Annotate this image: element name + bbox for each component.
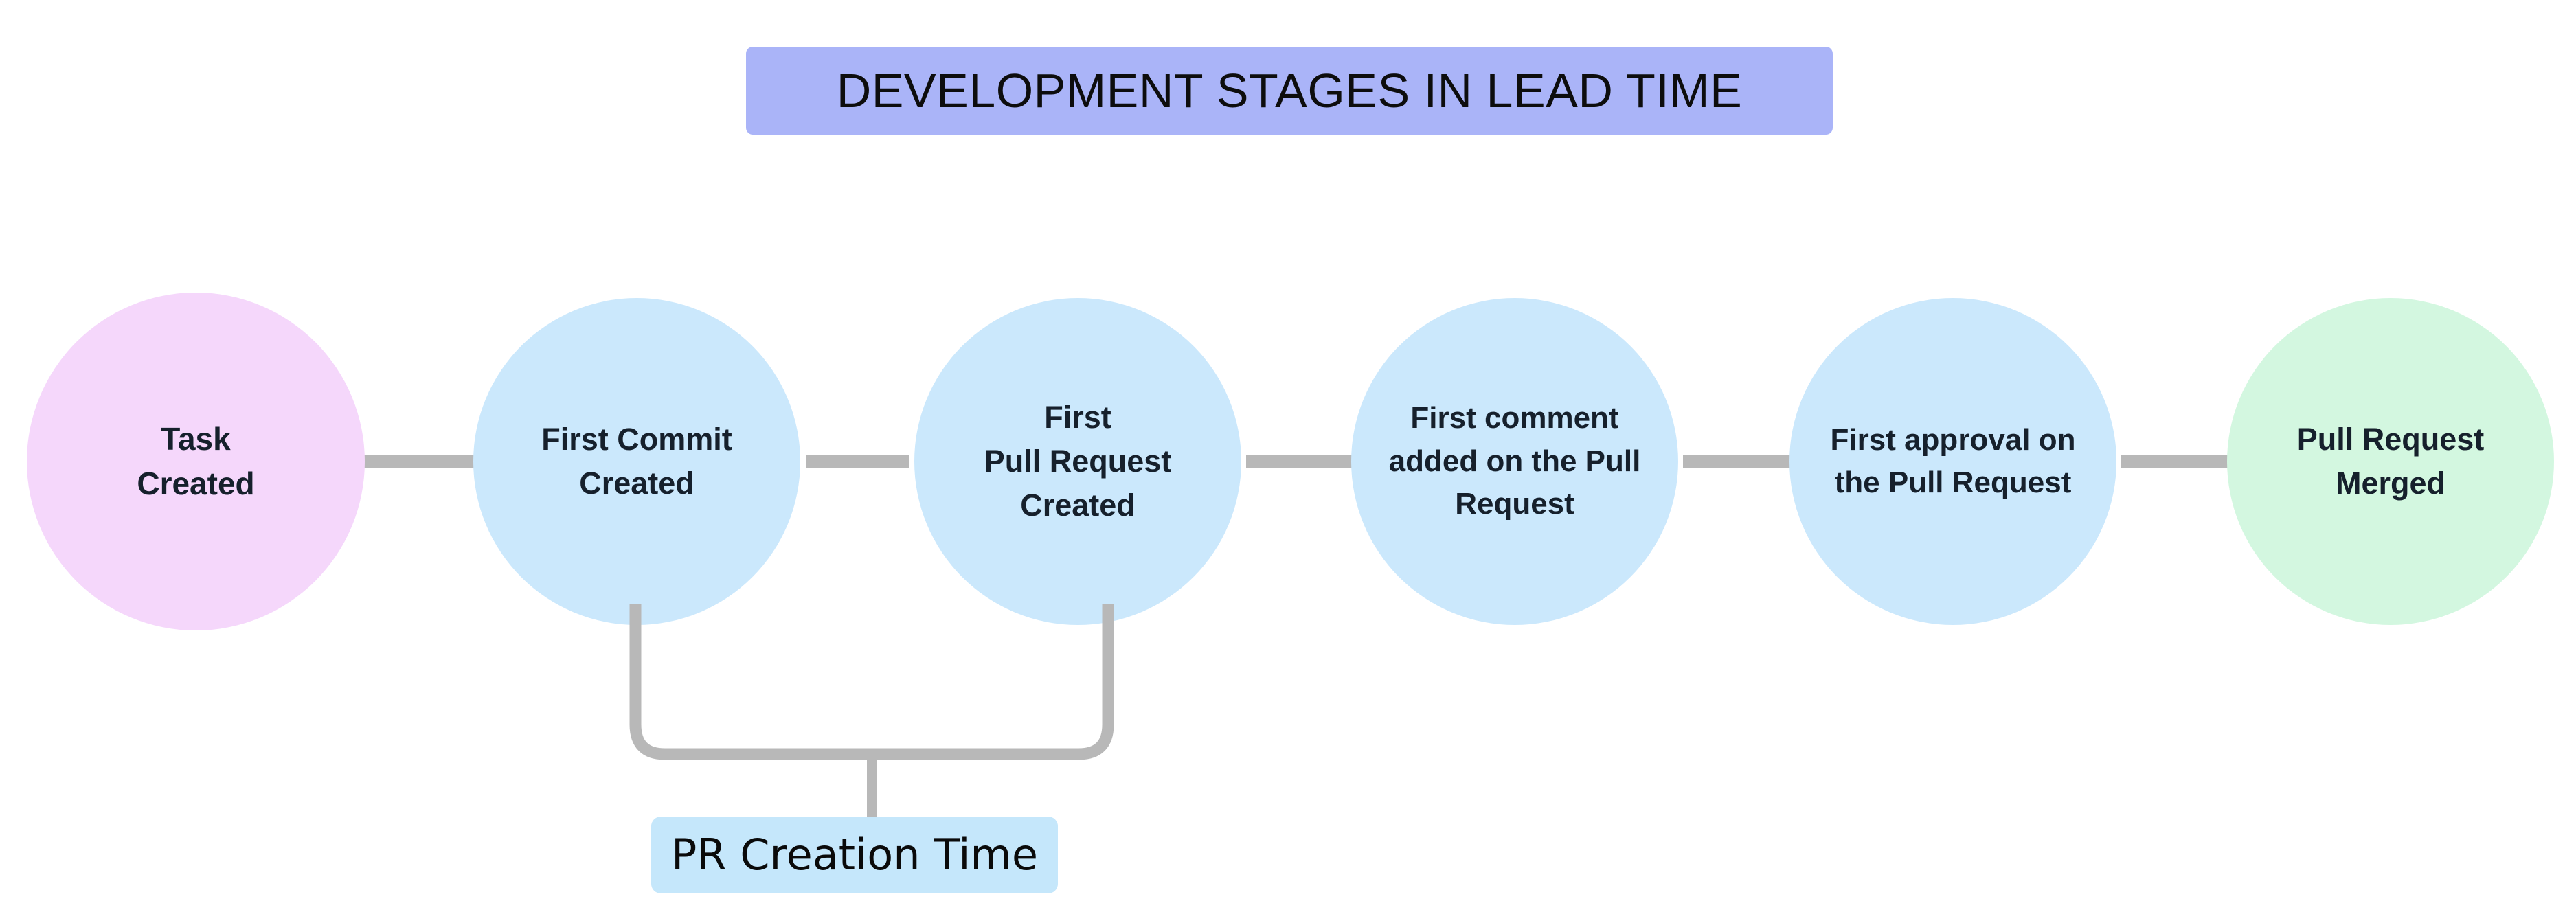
diagram-title-box: DEVELOPMENT STAGES IN LEAD TIME xyxy=(746,47,1833,135)
pr-creation-time-box[interactable]: PR Creation Time xyxy=(651,817,1058,893)
page-title: DEVELOPMENT STAGES IN LEAD TIME xyxy=(836,64,1743,117)
connector-task-to-commit xyxy=(357,455,481,468)
pr-creation-time-label: PR Creation Time xyxy=(671,830,1038,880)
connector-pr-to-comment xyxy=(1246,455,1355,468)
stage-label-task-created: Task Created xyxy=(137,420,255,501)
stage-node-first-comment-added[interactable]: First comment added on the Pull Request xyxy=(1351,298,1678,625)
stage-label-first-comment-added: First comment added on the Pull Request xyxy=(1388,401,1641,521)
stage-node-pull-request-merged[interactable]: Pull Request Merged xyxy=(2227,298,2554,625)
bracket-path xyxy=(629,604,1114,760)
connector-commit-to-pr xyxy=(806,455,909,468)
stage-label-first-approval: First approval on the Pull Request xyxy=(1830,422,2076,499)
stage-label-first-commit-created: First Commit Created xyxy=(541,422,732,501)
stage-node-first-pull-request-created[interactable]: First Pull Request Created xyxy=(914,298,1241,625)
connector-comment-to-approval xyxy=(1683,455,1792,468)
stage-node-first-commit-created[interactable]: First Commit Created xyxy=(473,298,800,625)
stage-label-first-pull-request-created: First Pull Request Created xyxy=(984,400,1172,523)
connector-approval-to-merged xyxy=(2121,455,2230,468)
stage-node-task-created[interactable]: Task Created xyxy=(27,293,365,630)
stage-node-first-approval[interactable]: First approval on the Pull Request xyxy=(1789,298,2116,625)
pr-creation-time-bracket xyxy=(629,604,1114,817)
stage-label-pull-request-merged: Pull Request Merged xyxy=(2296,422,2485,501)
